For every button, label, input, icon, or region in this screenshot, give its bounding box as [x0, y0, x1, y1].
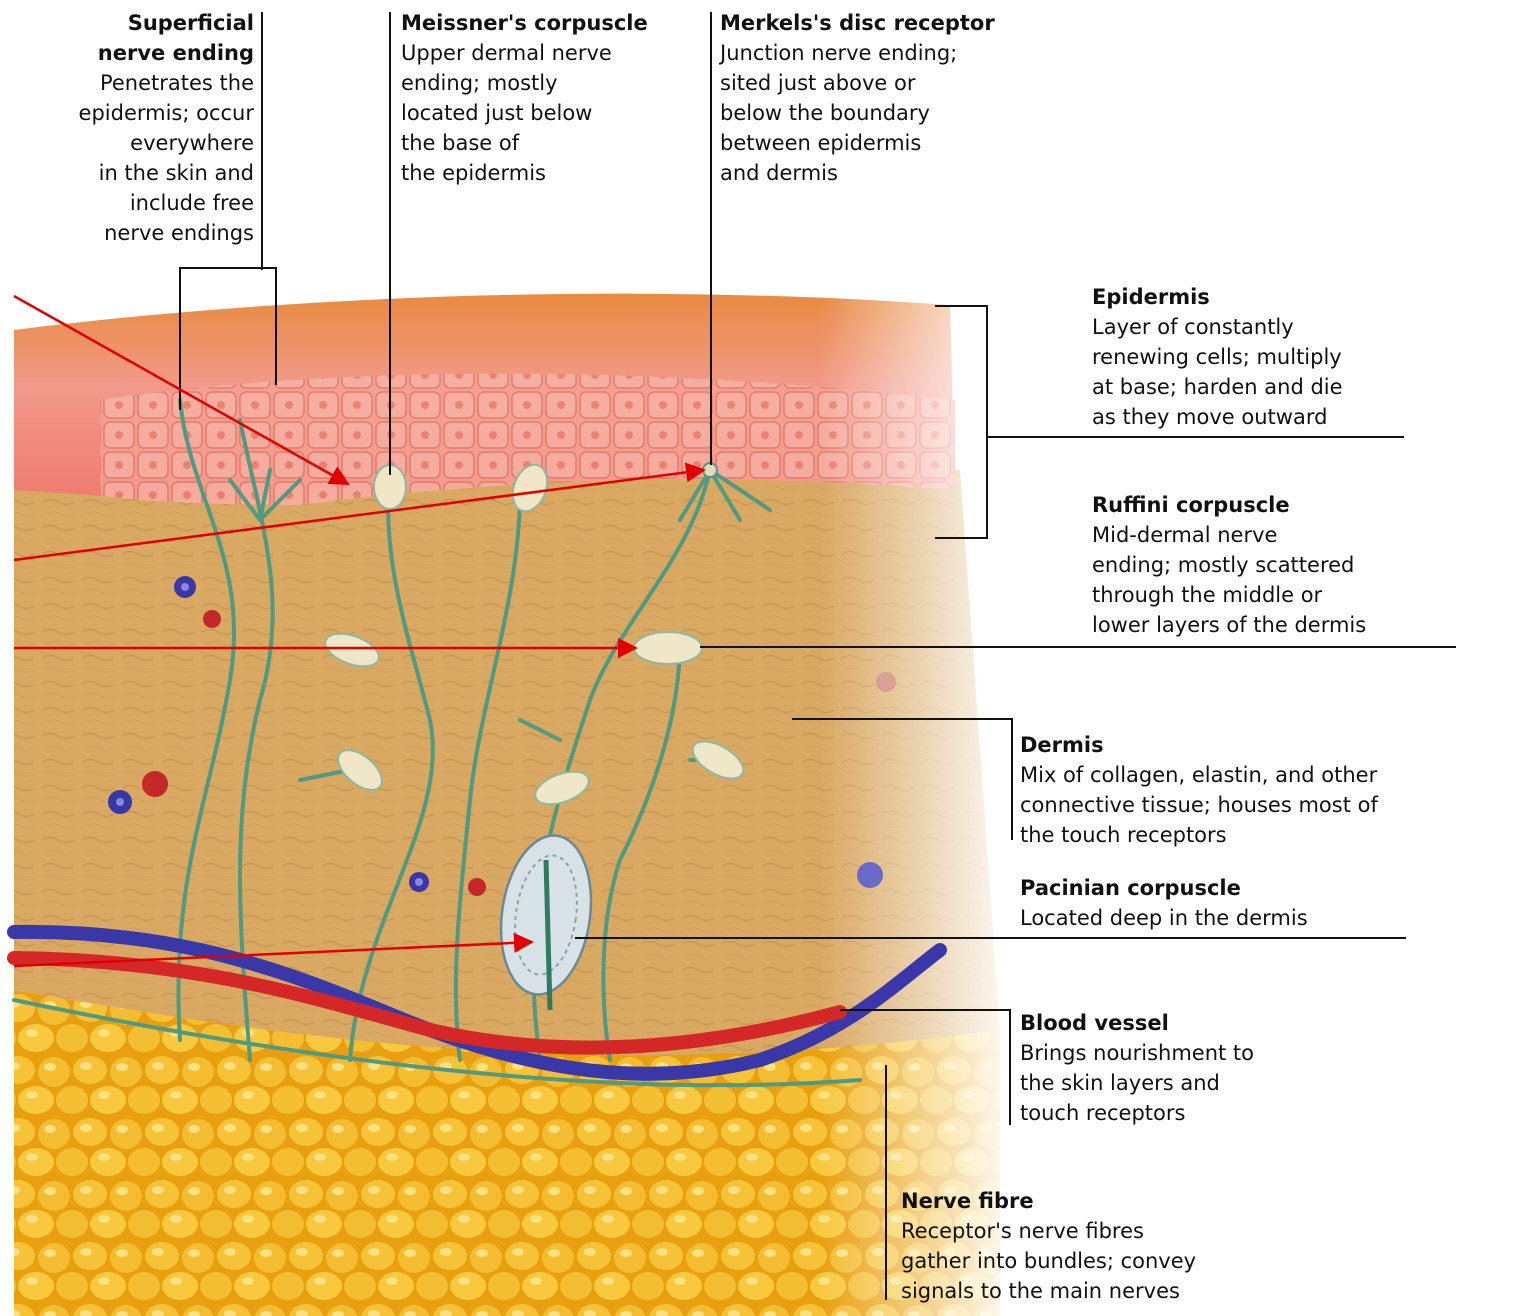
ruffini-description: Mid-dermal nerve ending; mostly scattere…	[1092, 520, 1366, 640]
label-pacinian-corpuscle: Pacinian corpuscle Located deep in the d…	[1020, 873, 1308, 933]
label-blood-vessel: Blood vessel Brings nourishment to the s…	[1020, 1008, 1254, 1128]
label-ruffini-corpuscle: Ruffini corpuscle Mid-dermal nerve endin…	[1092, 490, 1366, 640]
label-dermis: Dermis Mix of collagen, elastin, and oth…	[1020, 730, 1378, 850]
nerve-title: Nerve fibre	[901, 1186, 1196, 1216]
tissue-block	[14, 280, 1020, 1316]
label-merkel-disc-receptor: Merkels's disc receptor Junction nerve e…	[720, 8, 995, 188]
superficial-title: Superficial nerve ending	[0, 8, 254, 68]
pacinian-title: Pacinian corpuscle	[1020, 873, 1308, 903]
merkel-title: Merkels's disc receptor	[720, 8, 995, 38]
ruffini-title: Ruffini corpuscle	[1092, 490, 1366, 520]
label-superficial-nerve-ending: Superficial nerve ending Penetrates the …	[0, 8, 254, 248]
superficial-description: Penetrates the epidermis; occur everywhe…	[0, 68, 254, 248]
meissner-title: Meissner's corpuscle	[401, 8, 648, 38]
merkel-disc-icon	[703, 463, 717, 477]
pacinian-description: Located deep in the dermis	[1020, 903, 1308, 933]
blood-title: Blood vessel	[1020, 1008, 1254, 1038]
merkel-description: Junction nerve ending; sited just above …	[720, 38, 995, 188]
epidermis-title: Epidermis	[1092, 282, 1343, 312]
dermis-title: Dermis	[1020, 730, 1378, 760]
epidermis-description: Layer of constantly renewing cells; mult…	[1092, 312, 1343, 432]
meissner-description: Upper dermal nerve ending; mostly locate…	[401, 38, 648, 188]
dermis-description: Mix of collagen, elastin, and other conn…	[1020, 760, 1378, 850]
label-epidermis: Epidermis Layer of constantly renewing c…	[1092, 282, 1343, 432]
ruffini-corpuscle-icon	[634, 632, 702, 664]
blood-description: Brings nourishment to the skin layers an…	[1020, 1038, 1254, 1128]
label-nerve-fibre: Nerve fibre Receptor's nerve fibres gath…	[901, 1186, 1196, 1306]
nerve-description: Receptor's nerve fibres gather into bund…	[901, 1216, 1196, 1306]
label-meissner-corpuscle: Meissner's corpuscle Upper dermal nerve …	[401, 8, 648, 188]
